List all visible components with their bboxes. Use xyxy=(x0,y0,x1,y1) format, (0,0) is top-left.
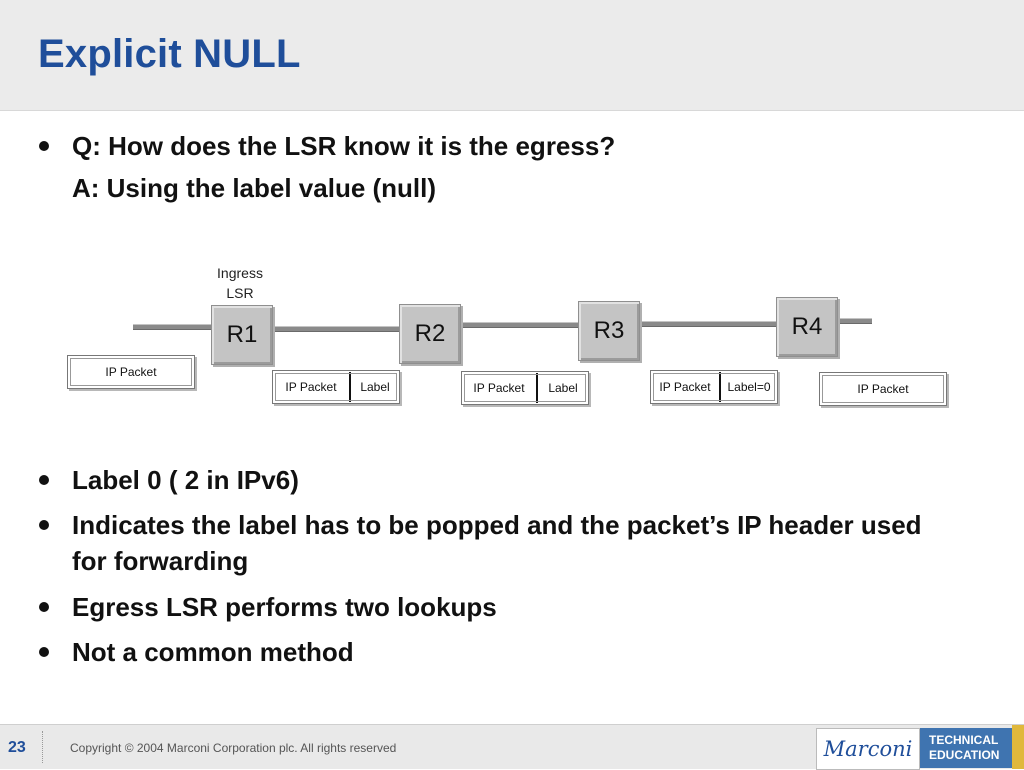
router-r2: R2 xyxy=(399,304,461,364)
router-r1: R1 xyxy=(211,305,273,365)
bullet-text: Egress LSR performs two lookups xyxy=(72,592,497,622)
bullet-1: Label 0 ( 2 in IPv6) xyxy=(39,462,299,498)
packet-ip-segment: IP Packet xyxy=(285,380,337,394)
packet-separator xyxy=(536,373,538,403)
bullet-dot xyxy=(39,141,49,151)
page-number: 23 xyxy=(8,739,26,756)
answer-text: A: Using the label value (null) xyxy=(72,173,437,203)
ingress-label-line1: Ingress xyxy=(217,265,263,281)
bullet-2: Indicates the label has to be popped and… xyxy=(39,507,952,579)
question-text: Q: How does the LSR know it is the egres… xyxy=(72,131,616,161)
footer-divider xyxy=(42,731,43,763)
technical-education-badge: TECHNICAL EDUCATION xyxy=(920,728,1012,768)
ingress-label-line2: LSR xyxy=(226,285,254,301)
bullet-question: Q: How does the LSR know it is the egres… xyxy=(39,128,616,164)
packet-separator xyxy=(349,372,351,402)
slide-footer: 23 Copyright © 2004 Marconi Corporation … xyxy=(0,724,1024,770)
badge-line2: EDUCATION xyxy=(929,748,1000,762)
badge-line1: TECHNICAL xyxy=(929,733,999,747)
bullet-text: Label 0 ( 2 in IPv6) xyxy=(72,465,299,495)
slide-header: Explicit NULL xyxy=(0,0,1024,111)
packet-ip-segment: IP Packet xyxy=(857,382,909,396)
bullet-dot xyxy=(39,520,49,530)
bullet-text: Not a common method xyxy=(72,637,354,667)
link-r3-r4 xyxy=(638,321,777,327)
marconi-logo: Marconi xyxy=(816,728,920,770)
bullet-3: Egress LSR performs two lookups xyxy=(39,589,497,625)
packet-labeled-r2: IP Packet Label xyxy=(461,371,589,405)
answer-line: A: Using the label value (null) xyxy=(72,170,436,206)
bullet-dot xyxy=(39,647,49,657)
router-r4: R4 xyxy=(776,297,838,357)
marconi-logo-text: Marconi xyxy=(823,737,913,761)
packet-ip-segment: IP Packet xyxy=(473,381,525,395)
packet-ip-segment: IP Packet xyxy=(659,380,711,394)
packet-ip-segment: IP Packet xyxy=(105,365,157,379)
bullet-dot xyxy=(39,475,49,485)
link-r2-r3 xyxy=(459,322,579,328)
link-out xyxy=(836,318,872,324)
router-r3: R3 xyxy=(578,301,640,361)
link-in xyxy=(133,324,213,330)
packet-ip-only-out: IP Packet xyxy=(819,372,947,406)
packet-ip-only-in: IP Packet xyxy=(67,355,195,389)
packet-labeled-r1: IP Packet Label xyxy=(272,370,400,404)
ingress-lsr-label: Ingress LSR xyxy=(210,263,270,303)
packet-label-segment: Label=0 xyxy=(727,380,771,394)
slide-title: Explicit NULL xyxy=(38,32,301,76)
brand-stripe xyxy=(1012,725,1024,769)
packet-label-segment: Label xyxy=(548,381,578,395)
bullet-dot xyxy=(39,602,49,612)
link-r1-r2 xyxy=(272,326,400,332)
bullet-text: Indicates the label has to be popped and… xyxy=(72,510,922,576)
copyright-text: Copyright © 2004 Marconi Corporation plc… xyxy=(70,741,397,755)
packet-label-zero-r3: IP Packet Label=0 xyxy=(650,370,778,404)
bullet-4: Not a common method xyxy=(39,634,354,670)
packet-label-segment: Label xyxy=(360,380,390,394)
packet-separator xyxy=(719,372,721,402)
